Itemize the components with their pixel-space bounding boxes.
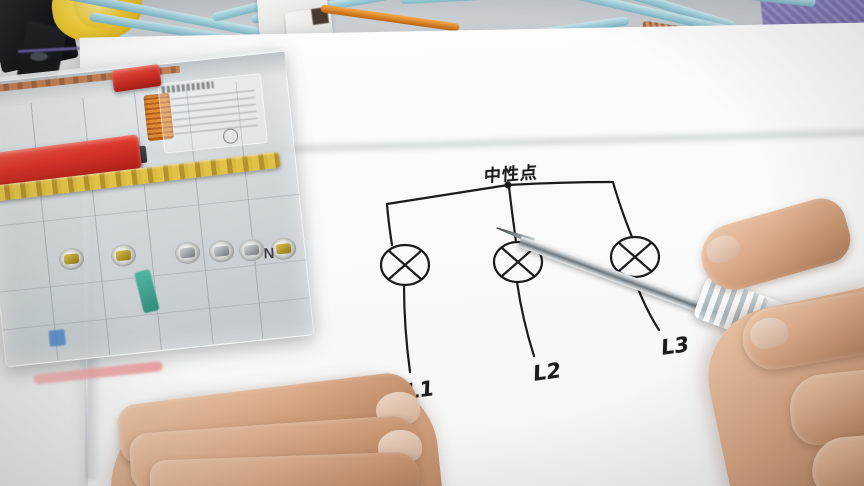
screwdriver-shaft [518,236,720,319]
black-tool-opening [30,52,48,61]
